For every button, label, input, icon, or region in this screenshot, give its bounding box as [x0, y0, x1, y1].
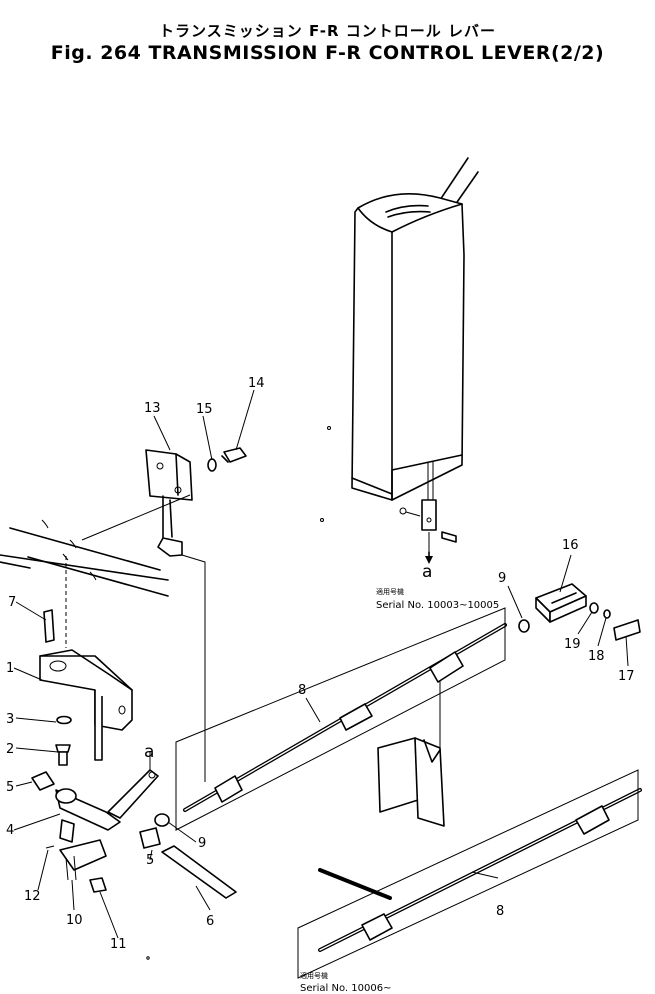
- callout-5b: 5: [146, 853, 154, 868]
- title-japanese: トランスミッション F-R コントロール レバー: [159, 22, 496, 40]
- ref-label-a-console: a: [422, 562, 432, 582]
- callout-19: 19: [564, 637, 581, 652]
- serial-text-upper: Serial No. 10003~10005: [376, 600, 499, 611]
- cable-8-lower: [361, 805, 610, 941]
- callout-18: 18: [588, 649, 605, 664]
- callout-8a: 8: [298, 683, 306, 698]
- bracket-13: [145, 447, 247, 557]
- callout-11: 11: [110, 937, 127, 952]
- bracket-center: [377, 737, 445, 827]
- leader-lines: [13, 389, 629, 939]
- callout-16: 16: [562, 538, 579, 553]
- callout-12: 12: [24, 889, 41, 904]
- callout-15: 15: [196, 402, 213, 417]
- callout-3: 3: [6, 712, 14, 727]
- callout-2: 2: [6, 742, 14, 757]
- callout-9b: 9: [498, 571, 506, 586]
- callout-10: 10: [66, 913, 83, 928]
- callouts: 1 2 3 4 5 5 6 7 8 8 9 9 10 11 12 13 14 1…: [6, 376, 635, 952]
- callout-5a: 5: [6, 780, 14, 795]
- serial-text-lower: Serial No. 10006~: [300, 983, 391, 994]
- callout-17: 17: [618, 669, 635, 684]
- lever-console: [320, 157, 479, 564]
- lever-4: [31, 769, 159, 893]
- clevis-16: [518, 583, 641, 641]
- callout-8b: 8: [496, 904, 504, 919]
- serial-heading-lower: 適用号機: [300, 971, 328, 980]
- callout-9a: 9: [198, 836, 206, 851]
- title-english: Fig. 264 TRANSMISSION F-R CONTROL LEVER(…: [50, 42, 605, 64]
- serial-note-upper: 適用号機 Serial No. 10003~10005: [376, 587, 499, 611]
- cable-8-upper: [183, 623, 507, 812]
- bracket-1: [39, 609, 133, 766]
- ref-label-a-lever: a: [144, 742, 154, 762]
- serial-note-lower: 適用号機 Serial No. 10006~: [300, 971, 391, 994]
- frame-plate: [0, 519, 169, 597]
- callout-7: 7: [8, 595, 16, 610]
- callout-14: 14: [248, 376, 265, 391]
- serial-heading-upper: 適用号機: [376, 587, 404, 596]
- callout-1: 1: [6, 661, 14, 676]
- callout-6: 6: [206, 914, 214, 929]
- callout-13: 13: [144, 401, 161, 416]
- callout-4: 4: [6, 823, 14, 838]
